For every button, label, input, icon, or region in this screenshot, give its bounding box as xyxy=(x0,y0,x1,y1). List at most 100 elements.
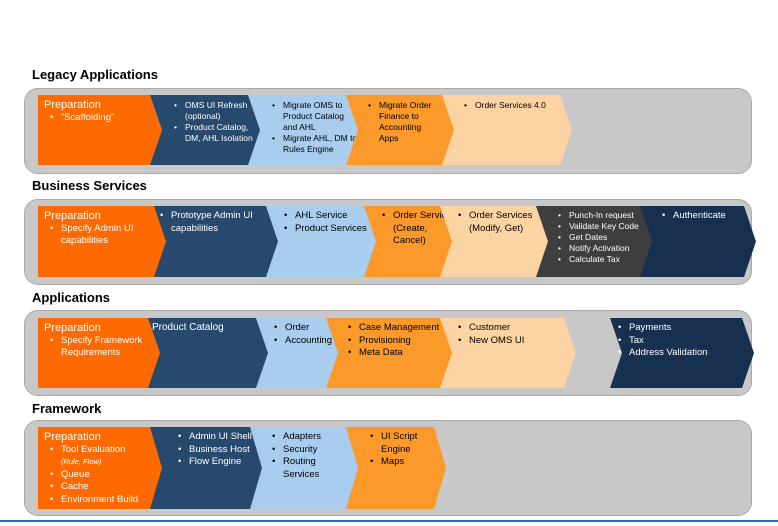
chevron-fill xyxy=(442,95,572,165)
bullet-item-text: Notify Activation xyxy=(569,243,630,253)
bullet-item-text: “Scaffolding” xyxy=(61,111,115,123)
chevron-shape xyxy=(442,95,572,165)
bullet-item-text: Order xyxy=(285,322,310,333)
chevron-header: Preparation xyxy=(44,431,101,443)
bullet-item-text: Queue xyxy=(61,468,90,480)
chevron-bullet-list: Order Services 4.0 xyxy=(464,100,554,111)
bullet-item: Order Services (Create, Cancel) xyxy=(382,210,458,248)
bullet-item-text: Product Services xyxy=(295,222,367,234)
bullet-item-text: Product Catalog, DM, AHL Isolation xyxy=(185,122,253,143)
legacy-applications-chevron-4: Migrate Order Finance to Accounting Apps xyxy=(346,95,458,165)
chevron-text: OMS UI Refresh (optional)Product Catalog… xyxy=(174,100,254,144)
bullet-item-text: Calculate Tax xyxy=(569,254,620,264)
business-services-chevron-3: AHL ServiceProduct Services xyxy=(266,206,380,277)
chevron-bullet-list: Admin UI ShellBusiness HostFlow Engine xyxy=(178,431,258,469)
bullet-item: “Scaffolding” xyxy=(50,112,140,125)
applications-chevron-1: PreparationSpecify Framework Requirement… xyxy=(38,318,166,388)
bullet-item-text: Migrate OMS to Product Catalog and AHL xyxy=(283,100,344,132)
chevron-text: Order Services (Create, Cancel) xyxy=(382,210,458,248)
framework-chevron-1: PreparationTool Evaluation (Rule, Flow)Q… xyxy=(38,427,168,509)
bullet-item-text: Security xyxy=(283,443,318,455)
bullet-item: Get Dates xyxy=(558,232,652,243)
bullet-item: Accounting xyxy=(274,335,334,348)
bullet-item-text: Specify Framework Requirements xyxy=(61,334,143,359)
bullet-item-text: Case Management xyxy=(359,322,440,333)
bullet-item: Order Services 4.0 xyxy=(464,100,554,111)
business-services-chevron-5: Order Services (Modify, Get) xyxy=(440,206,556,277)
business-services-chevron-2: Prototype Admin UI capabilities xyxy=(154,206,280,277)
bullet-item: Meta Data xyxy=(348,347,444,360)
bullet-item: Specify Framework Requirements xyxy=(50,335,148,360)
chevron-bullet-list: Specify Admin UI capabilities xyxy=(50,223,144,248)
bullet-item: Product Catalog, DM, AHL Isolation xyxy=(174,122,254,144)
legacy-applications-chevron-3: Migrate OMS to Product Catalog and AHLMi… xyxy=(248,95,362,165)
section-title-legacy-applications: Legacy Applications xyxy=(32,67,158,82)
bullet-item: Tax xyxy=(618,335,734,348)
chevron-bullet-list: AHL ServiceProduct Services xyxy=(284,210,368,235)
chevron-shape xyxy=(148,318,272,388)
bullet-item-text: Get Dates xyxy=(569,232,608,242)
bullet-item: Flow Engine xyxy=(178,456,258,469)
bullet-item-text: Tool Evaluation xyxy=(61,443,126,455)
chevron-bullet-list: “Scaffolding” xyxy=(50,112,140,125)
framework-chevron-3: AdaptersSecurityRouting Services xyxy=(250,427,366,509)
chevron-bullet-list: Case ManagementProvisioningMeta Data xyxy=(348,322,444,360)
bullet-item: Specify Admin UI capabilities xyxy=(50,223,144,248)
chevron-bullet-list: Tool Evaluation (Rule, Flow)QueueCacheEn… xyxy=(50,444,148,507)
business-services-chevron-1: PreparationSpecify Admin UI capabilities xyxy=(38,206,168,277)
bullet-item: New OMS UI xyxy=(458,335,548,348)
bullet-item-text: Customer xyxy=(469,322,511,333)
bullet-item: Order Services (Modify, Get) xyxy=(458,210,538,235)
bullet-item-text: Routing Services xyxy=(283,456,320,480)
bullet-item: Admin UI Shell xyxy=(178,431,258,444)
section-title-business-services: Business Services xyxy=(32,178,147,193)
bullet-item: Authenticate xyxy=(662,210,742,223)
bullet-item-text: Authenticate xyxy=(673,210,726,221)
bullet-item: Calculate Tax xyxy=(558,254,652,265)
bullet-item: Provisioning xyxy=(348,335,444,348)
bullet-item: Tool Evaluation (Rule, Flow) xyxy=(50,444,148,469)
bullet-item-text: Tax xyxy=(629,334,644,346)
chevron-bullet-list: PaymentsTaxAddress Validation xyxy=(618,322,734,360)
section-title-framework: Framework xyxy=(32,401,102,416)
bullet-item-text: Payments xyxy=(629,322,672,333)
bullet-item-text: Admin UI Shell xyxy=(189,431,252,442)
chevron-text: Preparation“Scaffolding” xyxy=(44,99,140,124)
chevron-text: Migrate Order Finance to Accounting Apps xyxy=(368,100,438,144)
bullet-item-text: Provisioning xyxy=(359,334,411,346)
bullet-item-text: AHL Service xyxy=(295,210,348,221)
chevron-header: Preparation xyxy=(44,99,101,111)
bullet-item-text: Address Validation xyxy=(629,347,708,358)
framework-chevron-2: Admin UI ShellBusiness HostFlow Engine xyxy=(150,427,270,509)
bullet-item: UI Script Engine xyxy=(370,431,434,456)
bullet-item: Customer xyxy=(458,322,548,335)
chevron-text: AHL ServiceProduct Services xyxy=(284,210,368,235)
chevron-bullet-list: Specify Framework Requirements xyxy=(50,335,148,360)
legacy-applications-chevron-2: OMS UI Refresh (optional)Product Catalog… xyxy=(150,95,262,165)
bullet-item-text: Punch-In request xyxy=(569,210,634,220)
bullet-item-text: Migrate AHL, DM to Rules Engine xyxy=(283,133,358,154)
chevron-text: Admin UI ShellBusiness HostFlow Engine xyxy=(178,431,258,469)
chevron-text: PreparationSpecify Framework Requirement… xyxy=(44,322,148,360)
bullet-item-text: Flow Engine xyxy=(189,456,242,467)
chevron-text: CustomerNew OMS UI xyxy=(458,322,548,347)
chevron-bullet-list: Migrate Order Finance to Accounting Apps xyxy=(368,100,438,144)
bullet-item-text: Environment Build xyxy=(61,493,139,505)
chevron-bullet-list: Order Services (Modify, Get) xyxy=(458,210,538,235)
chevron-fill xyxy=(640,206,756,277)
bullet-item: Security xyxy=(272,444,342,457)
bullet-item: Environment Build xyxy=(50,494,148,507)
bullet-item-text: Cache xyxy=(61,481,89,492)
bullet-item-text: Order Services (Modify, Get) xyxy=(469,210,533,234)
chevron-text: PaymentsTaxAddress Validation xyxy=(618,322,734,360)
chevron-bullet-list: OMS UI Refresh (optional)Product Catalog… xyxy=(174,100,254,144)
bullet-item: Queue xyxy=(50,469,148,482)
bullet-item: Migrate OMS to Product Catalog and AHL xyxy=(272,100,358,133)
bullet-item: Adapters xyxy=(272,431,342,444)
legacy-applications-chevron-5: Order Services 4.0 xyxy=(442,95,572,165)
applications-chevron-4: Case ManagementProvisioningMeta Data xyxy=(326,318,468,388)
chevron-text: PreparationTool Evaluation (Rule, Flow)Q… xyxy=(44,431,148,506)
bullet-item: Validate Key Code xyxy=(558,221,652,232)
bullet-item-text: Maps xyxy=(381,456,405,467)
bullet-item-text: New OMS UI xyxy=(469,334,525,346)
